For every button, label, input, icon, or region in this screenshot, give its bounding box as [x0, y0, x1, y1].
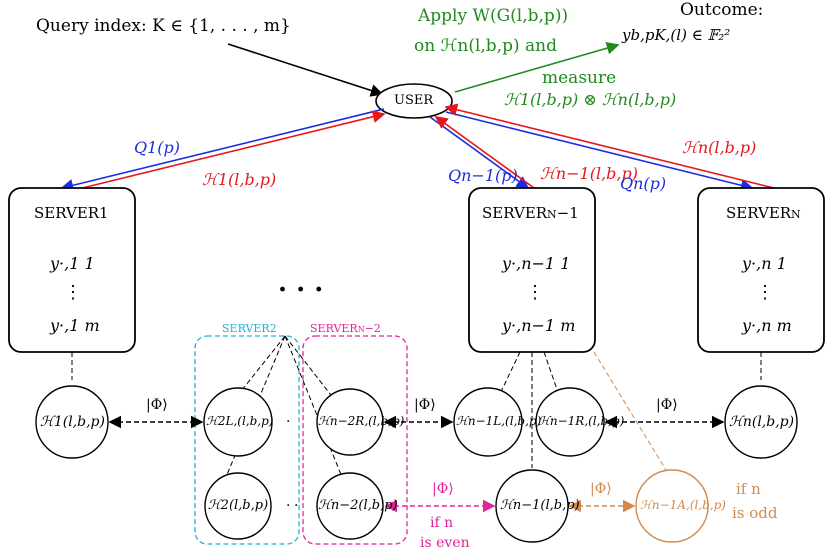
node-hn1A-label: ℋn−1A,(l,b,p) — [640, 498, 726, 512]
server-n-y-top: y·,n 1 — [742, 254, 787, 273]
even-condition-1: if n — [430, 515, 454, 531]
odd-condition-1: if n — [736, 480, 761, 498]
svg-text:·: · — [294, 498, 298, 514]
node-h2L — [203, 387, 273, 457]
node-hn1A — [635, 469, 709, 543]
query-index-label: Query index: K ∈ {1, . . . , m} — [36, 16, 291, 36]
server-1-y-top: y·,1 1 — [50, 254, 95, 273]
user-label: USER — [394, 93, 434, 108]
node-h1 — [35, 385, 109, 459]
server-n-dots: ⋮ — [756, 282, 774, 303]
query-n-arrow — [445, 111, 754, 192]
server-n2-group — [302, 335, 408, 545]
answer-n-label: ℋn(l,b,p) — [682, 138, 757, 157]
odd-condition-2: is odd — [732, 504, 778, 522]
svg-text:·: · — [286, 414, 290, 430]
outcome-title: Outcome: — [680, 0, 764, 20]
server-2-group-label: SERVER2 — [222, 322, 277, 335]
server-2-group — [194, 335, 300, 545]
answer-n1-label: ℋn−1(l,b,p) — [540, 164, 638, 183]
node-h1-label: ℋ1(l,b,p) — [40, 414, 105, 430]
apply-label-1: Apply W(G(l,b,p)) — [418, 6, 569, 26]
node-h2-label: ℋ2(l,b,p) — [207, 498, 269, 513]
node-hn-label: ℋn(l,b,p) — [729, 414, 795, 430]
ellipsis-servers: . . . — [278, 268, 324, 298]
outcome-value: yb,pK,(l) ∈ 𝔽₂² — [622, 26, 731, 44]
server-n1-name: SERVERn−1 — [482, 204, 579, 222]
server-n1-ancilla-link — [593, 351, 667, 471]
measure-label-2: ℋ1(l,b,p) ⊗ ℋn(l,b,p) — [504, 90, 677, 109]
query-n1-label: Qn−1(p) — [448, 166, 518, 185]
node-hn1R — [535, 387, 605, 457]
phi-1-label: |Φ⟩ — [146, 397, 168, 413]
phi-2-label: |Φ⟩ — [414, 397, 436, 413]
answer-n-arrow — [444, 103, 775, 189]
user-node — [375, 83, 453, 119]
node-hn2R — [316, 388, 384, 456]
node-hn1R-label: ℋn−1R,(l,b,p) — [538, 414, 625, 428]
answer-1-label: ℋ1(l,b,p) — [202, 170, 277, 189]
server-1-name: SERVER1 — [34, 204, 109, 222]
node-hn2R-label: ℋn−2R,(l,b,p) — [318, 414, 405, 428]
node-h2 — [204, 472, 272, 540]
phi-even-label: |Φ⟩ — [432, 481, 454, 497]
server-n2-group-label: SERVERn−2 — [310, 322, 381, 335]
svg-text:·: · — [286, 498, 290, 514]
server-n-y-bottom: y·,n m — [742, 316, 792, 335]
server-n1-y-bottom: y·,n−1 m — [502, 316, 576, 335]
node-h2L-label: ℋ2L,(l,b,p) — [206, 414, 274, 428]
server-n1-y-top: y·,n−1 1 — [502, 254, 571, 273]
server-n1-dots: ⋮ — [526, 282, 544, 303]
query-n1-arrow — [429, 116, 530, 189]
answer-1-arrow — [61, 110, 386, 194]
server-1-dots: ⋮ — [64, 282, 82, 303]
apply-label-2: on ℋn(l,b,p) and — [414, 36, 557, 56]
node-hn2 — [316, 472, 384, 540]
server-n-name: SERVERn — [726, 204, 801, 222]
query-n-label: Qn(p) — [620, 174, 667, 193]
query-arrow — [227, 43, 384, 97]
node-hn — [724, 385, 798, 459]
node-hn1L — [453, 387, 523, 457]
query-1-label: Q1(p) — [134, 138, 181, 157]
server-1-y-bottom: y·,1 m — [50, 316, 100, 335]
node-hn1 — [495, 469, 569, 543]
node-hn2-label: ℋn−2(l,b,p) — [318, 498, 398, 513]
node-hn1L-label: ℋn−1L,(l,b,p) — [456, 414, 542, 428]
phi-3-label: |Φ⟩ — [656, 397, 678, 413]
even-condition-2: is even — [420, 535, 470, 551]
measure-label-1: measure — [542, 68, 617, 88]
phi-odd-label: |Φ⟩ — [590, 481, 612, 497]
outcome-arrow — [454, 41, 620, 93]
query-1-arrow — [60, 108, 385, 192]
node-hn1-label: ℋn−1(l,b,p) — [500, 498, 580, 513]
answer-n1-arrow — [434, 116, 535, 189]
